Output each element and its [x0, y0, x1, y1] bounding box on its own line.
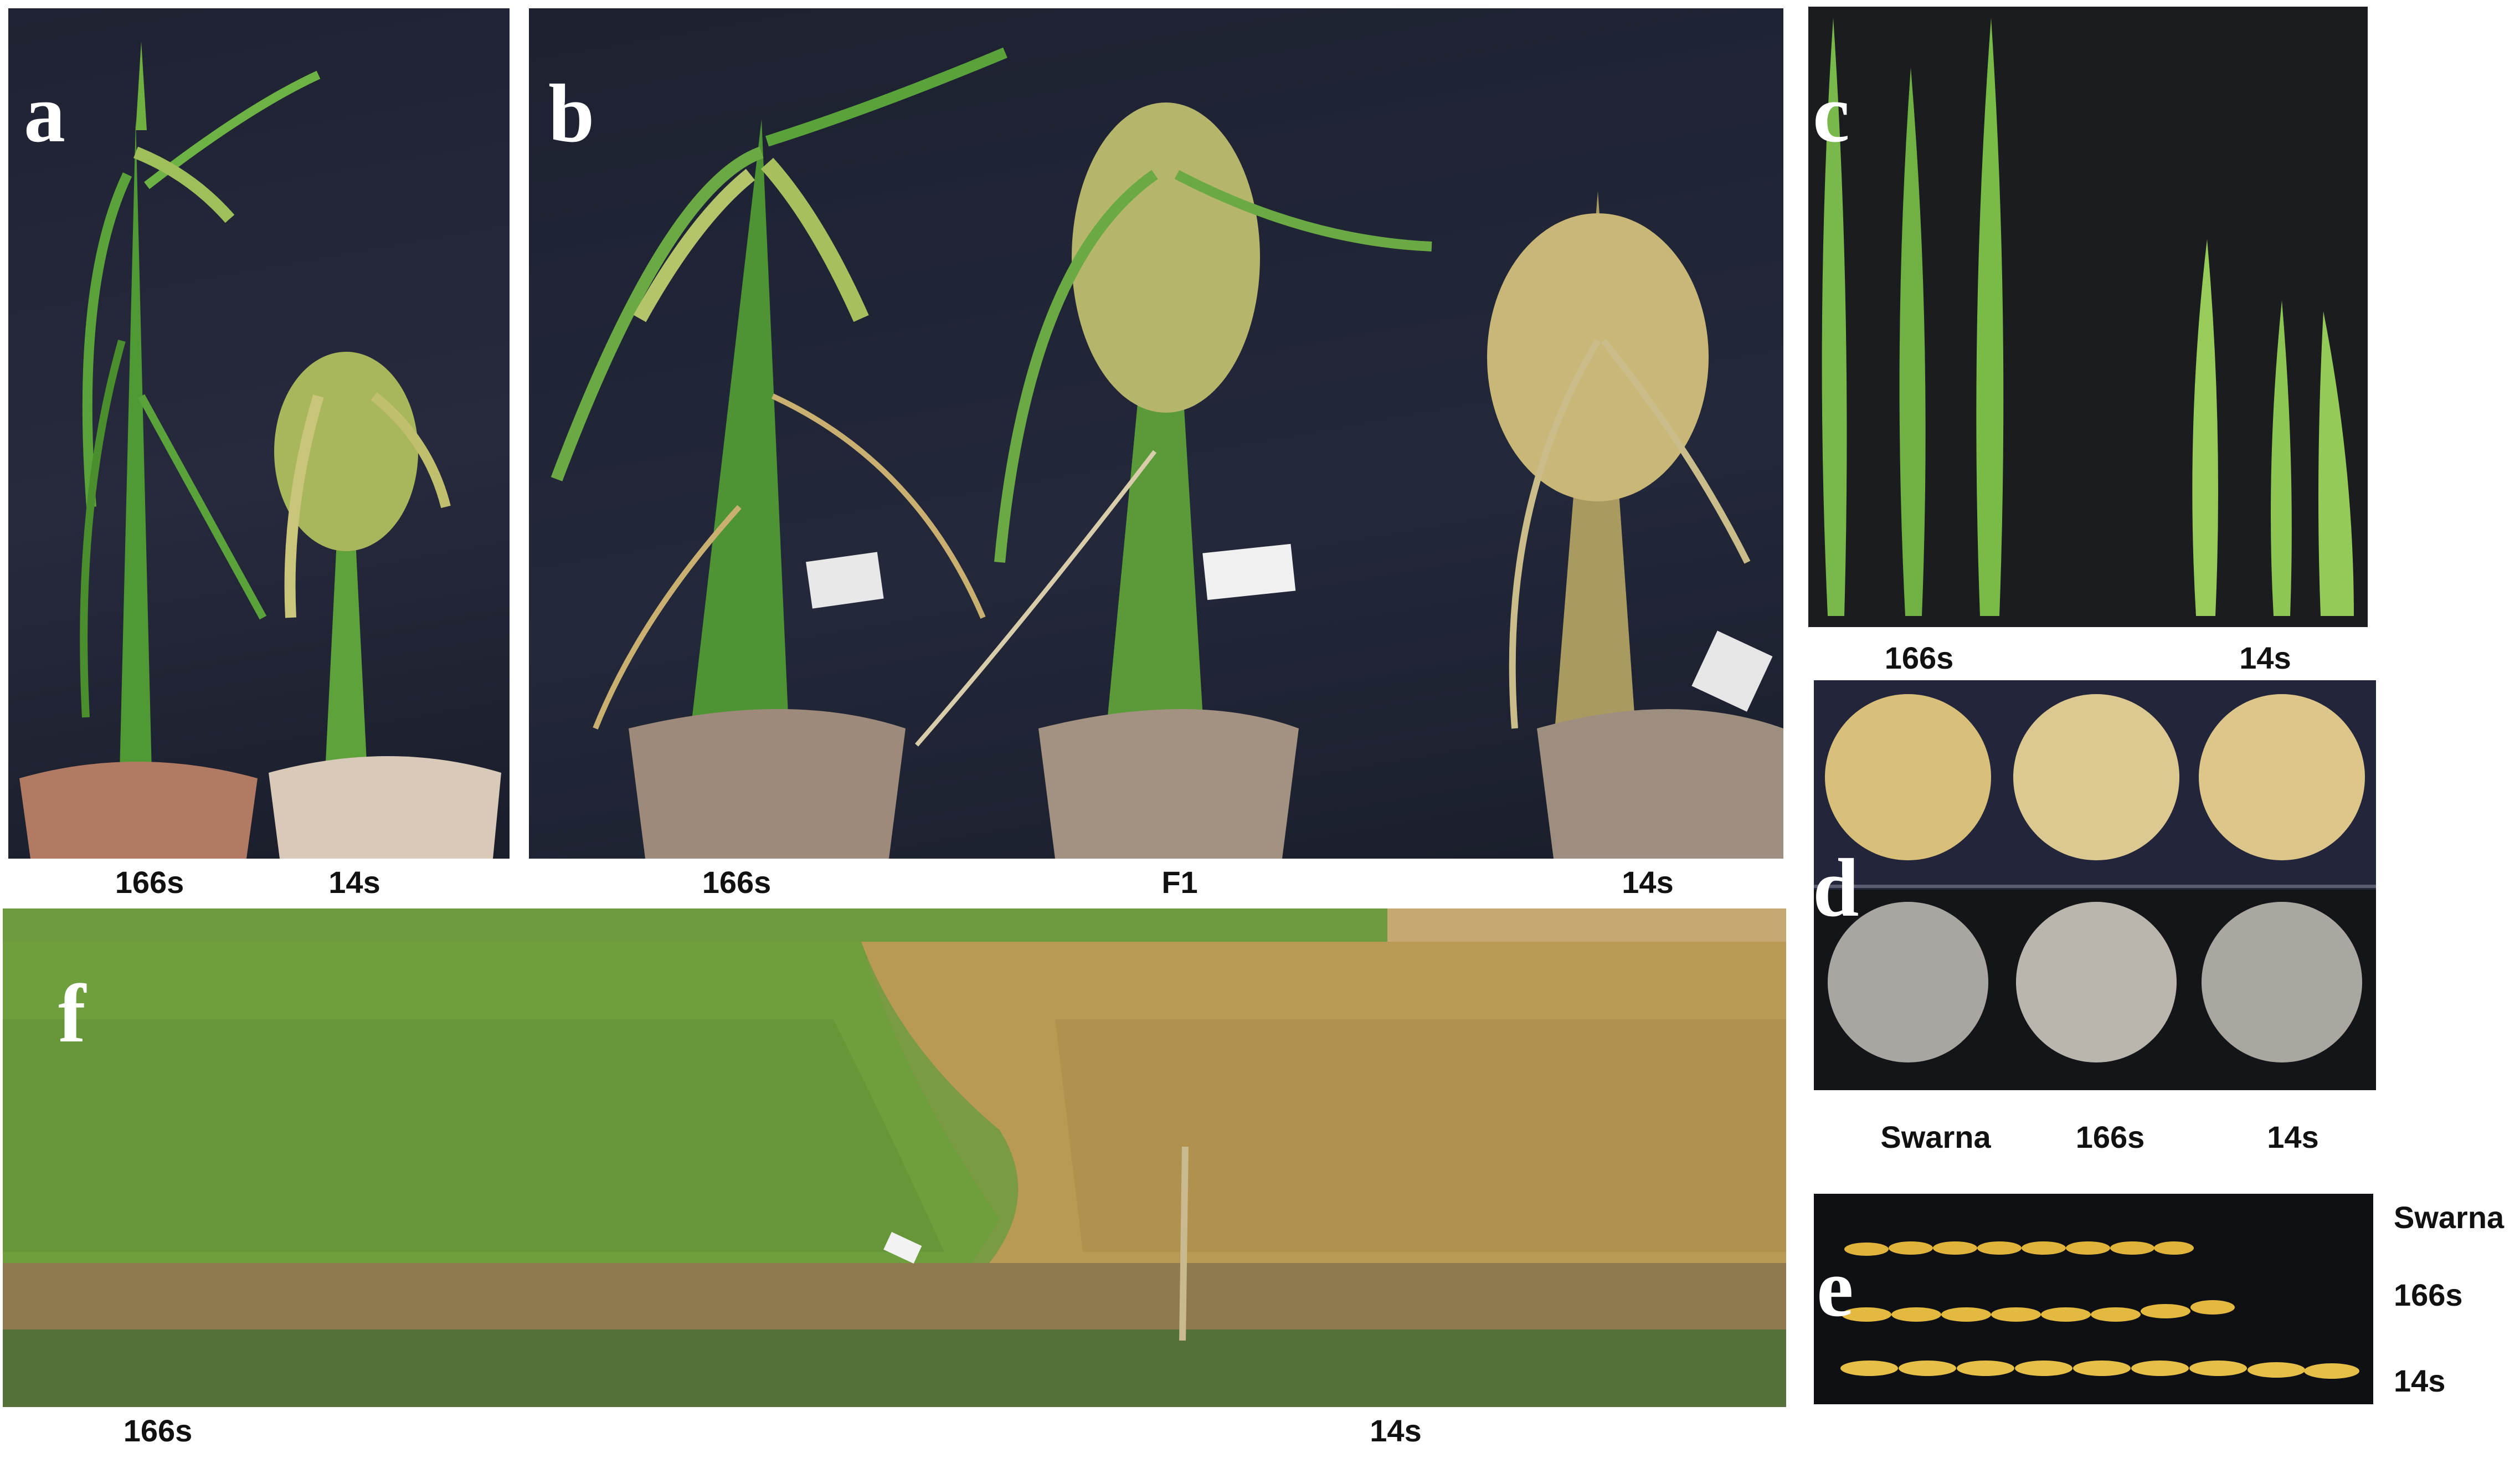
plant-166s-tall: [80, 42, 321, 795]
panel-c-photo: c: [1808, 7, 2368, 627]
panel-b-photo: b: [529, 8, 1783, 859]
panel-d-caption-166s: 166s: [2075, 1120, 2145, 1154]
panel-b-caption-166s: 166s: [702, 865, 772, 900]
grain-row-166s: [1842, 1300, 2235, 1322]
field-foreground-weeds: [3, 1329, 1786, 1407]
panel-letter-e: e: [1817, 1242, 1854, 1334]
milled-grain-14s: [2202, 902, 2362, 1062]
plant-tag: [806, 552, 884, 609]
field-tag: [883, 1231, 922, 1264]
panel-letter-d: d: [1814, 842, 1859, 934]
paddy-grain-166s: [2013, 694, 2179, 860]
panel-d-photo: d: [1814, 680, 2376, 1090]
panel-letter-f: f: [58, 968, 86, 1060]
panel-e-caption-166s: 166s: [2394, 1277, 2463, 1312]
panel-a-plants: [19, 42, 501, 859]
panel-e-caption-swarna: Swarna: [2394, 1200, 2504, 1235]
panel-f-photo: f: [3, 908, 1786, 1407]
plant-f1: [914, 102, 1432, 747]
paddy-grain-swarna: [1825, 694, 1991, 860]
panel-f-caption-166s: 166s: [123, 1413, 193, 1448]
panel-f-field: [3, 908, 1786, 1407]
plant-14s-short: [274, 352, 451, 795]
panel-a-caption-14s: 14s: [328, 865, 380, 900]
leaves-14s: [2192, 239, 2354, 616]
panel-b-plants: [551, 47, 1783, 859]
paddy-grain-14s: [2199, 694, 2365, 860]
grain-row-swarna: [1844, 1241, 2194, 1256]
panel-f-caption-14s: 14s: [1370, 1413, 1422, 1448]
panel-c-caption-14s: 14s: [2239, 640, 2291, 675]
pot-166s: [19, 762, 258, 859]
milled-grain-swarna: [1828, 902, 1988, 1062]
plant-166s: [551, 47, 1007, 740]
pot-14s: [269, 756, 501, 859]
panel-letter-b: b: [548, 68, 595, 160]
plant-14s: [1487, 191, 1751, 745]
leaves-166s: [1822, 18, 2004, 616]
panel-letter-a: a: [24, 68, 65, 160]
panel-a-caption-166s: 166s: [115, 865, 184, 900]
panel-e-grain-rows: [1840, 1241, 2359, 1379]
panel-letter-c: c: [1813, 68, 1850, 160]
pot-f1: [1038, 709, 1299, 859]
plant-tag: [1202, 543, 1296, 600]
field-stubble: [3, 1263, 1786, 1335]
field-stick: [1179, 1146, 1189, 1341]
panel-d-grains: [1814, 694, 2376, 1090]
panel-b-caption-f1: F1: [1161, 865, 1198, 900]
panel-c-caption-166s: 166s: [1884, 640, 1954, 675]
panel-d-caption-14s: 14s: [2267, 1120, 2319, 1154]
pot-166s: [629, 709, 906, 859]
grain-row-14s: [1840, 1361, 2359, 1379]
panel-e-caption-14s: 14s: [2394, 1363, 2446, 1398]
panel-e-photo: e: [1814, 1194, 2373, 1404]
panel-d-caption-swarna: Swarna: [1880, 1120, 1991, 1154]
panel-b-caption-14s: 14s: [1622, 865, 1674, 900]
plant-tag: [1691, 630, 1773, 712]
pot-14s: [1537, 709, 1783, 859]
panel-c-leaves: [1822, 18, 2354, 616]
panel-a-photo: a: [8, 8, 510, 859]
milled-grain-166s: [2016, 902, 2177, 1062]
